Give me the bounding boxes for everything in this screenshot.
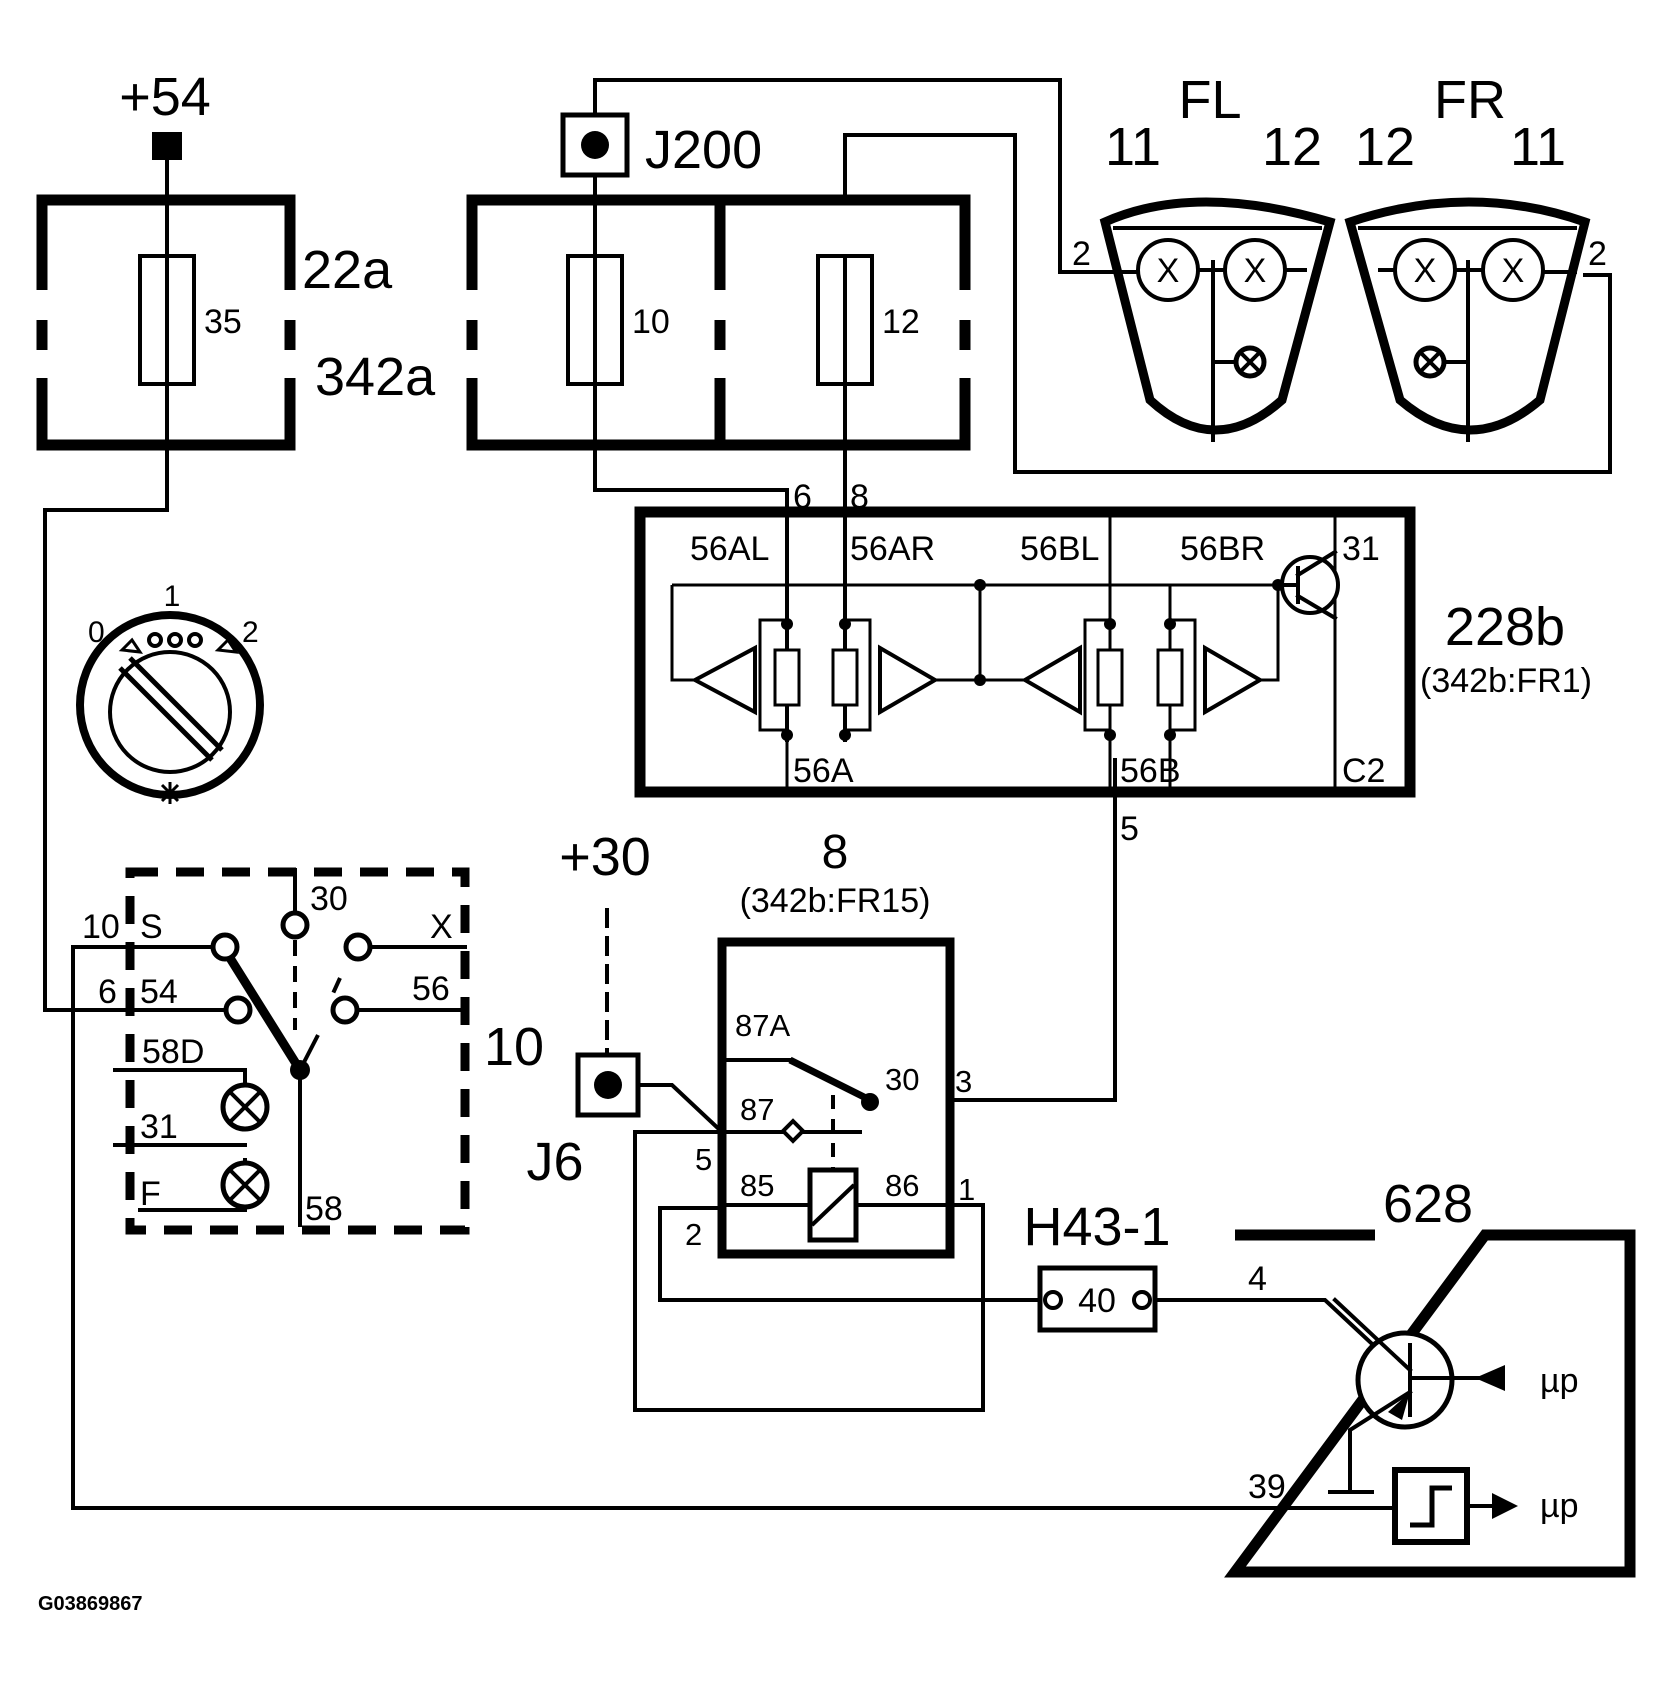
sw-pin-54-label: 54: [140, 973, 178, 1011]
supply-54-terminal: [152, 132, 182, 160]
supply-30-j6: +30 J6: [526, 827, 650, 1192]
relay-2-label: 2: [685, 1217, 702, 1252]
fuse-box-22a-label: 22a: [302, 240, 393, 300]
ecu-pin-39-label: 39: [1248, 1468, 1286, 1506]
svg-text:X: X: [1244, 252, 1267, 290]
sw-pin-31-label: 31: [140, 1108, 178, 1146]
junction-j6-label: J6: [526, 1132, 583, 1192]
supply-54: +54: [119, 67, 211, 160]
sw-pin-6-label: 6: [98, 973, 117, 1011]
fuse-12-label: 12: [882, 303, 920, 341]
sw-pin-10-label: 10: [82, 908, 120, 946]
ecu-up2-label: µp: [1540, 1487, 1579, 1525]
ecu-pin-4-label: 4: [1248, 1260, 1267, 1298]
headlamp-fr: X X 12 FR 11 2: [1344, 70, 1607, 442]
fl-conn-2-label: 2: [1072, 235, 1091, 273]
svg-text:X: X: [1502, 252, 1525, 290]
fl-pin-11-label: 11: [1105, 117, 1161, 177]
headlamp-fr-label: FR: [1434, 70, 1506, 130]
sw-pin-56-label: 56: [412, 970, 450, 1008]
sw-pin-x-label: X: [430, 908, 453, 946]
sw-pin-58d-label: 58D: [142, 1033, 204, 1071]
relay-85-label: 85: [740, 1168, 774, 1203]
fr-pin-11-label: 11: [1510, 117, 1566, 177]
relay-87a-label: 87A: [735, 1008, 790, 1043]
relay-3-label: 3: [955, 1064, 972, 1099]
relay-8-label: 8: [822, 826, 849, 879]
ecu-628: 628 4 39 µp µp: [1224, 1174, 1636, 1578]
switch-pos-2-label: 2: [242, 616, 259, 649]
light-switch-knob: 0 1 2: [76, 580, 264, 804]
relay-8: 8 (342b:FR15) 87A 87 30 3 5 85 86 1 2: [685, 826, 975, 1259]
pin-56ar-label: 56AR: [850, 530, 935, 568]
supply-54-label: +54: [119, 67, 211, 127]
pin-c2-label: C2: [1342, 752, 1385, 790]
light-switch-10: 10 S 6 54 30 X 56 58D 31 F 58 10: [82, 867, 544, 1235]
svg-text:X: X: [1414, 252, 1437, 290]
module-228b-ref: (342b:FR1): [1420, 662, 1592, 700]
headlamp-fl-label: FL: [1178, 70, 1241, 130]
relay-5-label: 5: [695, 1142, 712, 1177]
junction-j200: J200: [560, 112, 762, 180]
switch-10-label: 10: [484, 1017, 544, 1077]
switch-pos-1-label: 1: [164, 580, 181, 613]
sw-pin-f-label: F: [140, 1175, 161, 1213]
pin-56bl-label: 56BL: [1020, 530, 1099, 568]
ecu-628-label: 628: [1383, 1174, 1473, 1234]
module-pin-6-label: 6: [793, 478, 812, 516]
module-pin-5-label: 5: [1120, 810, 1139, 848]
module-pin-8-label: 8: [850, 478, 869, 516]
pin-56a-label: 56A: [793, 752, 854, 790]
module-228b-label: 228b: [1445, 597, 1565, 657]
fr-conn-2-label: 2: [1588, 235, 1607, 273]
relay-8-ref: (342b:FR15): [740, 882, 931, 920]
module-228b: 6 8 56AL 56AR 56BL 56BR 31 56A 56B C2 5 …: [634, 478, 1592, 848]
pin-56al-label: 56AL: [690, 530, 769, 568]
module-pin-31-label: 31: [1342, 530, 1380, 568]
relay-87-label: 87: [740, 1092, 774, 1127]
svg-text:X: X: [1157, 252, 1180, 290]
connector-40-label: 40: [1078, 1282, 1116, 1320]
ecu-up1-label: µp: [1540, 1362, 1579, 1400]
sw-pin-58-label: 58: [305, 1190, 343, 1228]
relay-1-label: 1: [958, 1172, 975, 1207]
connector-h43-1: H43-1 40: [1023, 1197, 1171, 1333]
fr-pin-12-label: 12: [1355, 117, 1415, 177]
fuse-box-342a-label: 342a: [315, 347, 436, 407]
figure-id: G03869867: [38, 1593, 143, 1615]
fuse-10-label: 10: [632, 303, 670, 341]
connector-h43-1-label: H43-1: [1023, 1197, 1170, 1257]
headlamp-fl: X X 11 FL 12 2: [1072, 70, 1336, 442]
relay-30-label: 30: [885, 1062, 919, 1097]
supply-30-label: +30: [559, 827, 651, 887]
relay-86-label: 86: [885, 1168, 919, 1203]
fuse-box-left: 35 22a 342a: [36, 194, 436, 451]
fuse-35-label: 35: [204, 303, 242, 341]
fuse-box-middle: 10 12: [466, 194, 971, 451]
switch-pos-0-label: 0: [88, 616, 105, 649]
junction-j200-label: J200: [645, 120, 762, 180]
sw-pin-30-label: 30: [310, 880, 348, 918]
fl-pin-12-label: 12: [1262, 117, 1322, 177]
sw-pin-s-label: S: [140, 908, 163, 946]
pin-56br-label: 56BR: [1180, 530, 1265, 568]
